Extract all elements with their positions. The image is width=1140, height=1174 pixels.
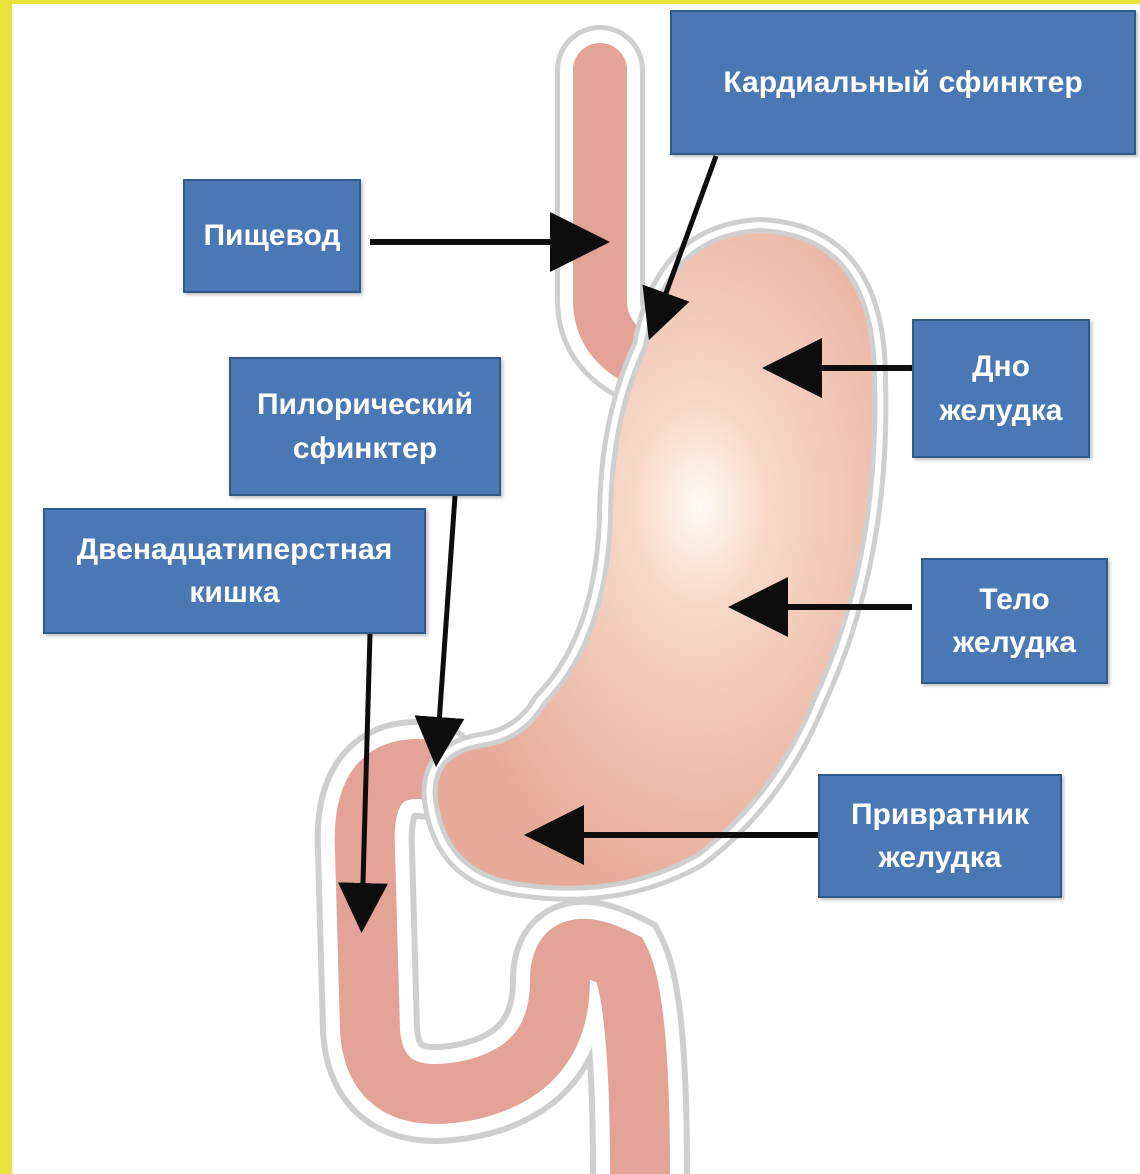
label-esophagus: Пищевод bbox=[183, 179, 361, 293]
label-pylorus: Привратник желудка bbox=[818, 774, 1062, 898]
label-body: Тело желудка bbox=[921, 558, 1108, 684]
esophagus-shape bbox=[600, 70, 640, 360]
label-fundus: Дно желудка bbox=[912, 319, 1090, 458]
label-pyloric-sphincter: Пилорический сфинктер bbox=[229, 357, 501, 496]
label-cardiac-sphincter: Кардиальный сфинктер bbox=[670, 10, 1136, 155]
label-duodenum: Двенадцатиперстная кишка bbox=[43, 508, 426, 634]
arrow-pyloric-sphincter bbox=[437, 496, 455, 752]
